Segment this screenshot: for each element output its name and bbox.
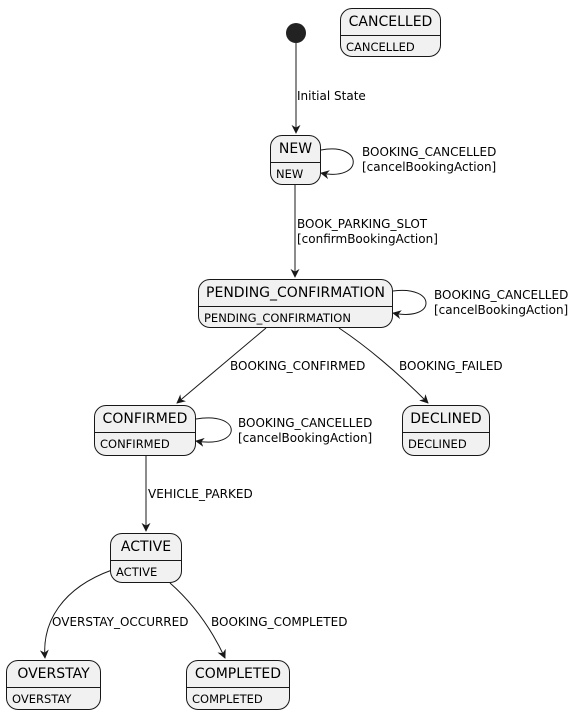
label-new-self-event: BOOKING_CANCELLED (362, 145, 497, 159)
label-pending-self-event: BOOKING_CANCELLED (434, 288, 569, 302)
state-active-desc: ACTIVE (116, 565, 158, 579)
transition-confirmed-self (195, 417, 232, 447)
transition-pending-self (392, 289, 427, 320)
state-cancelled-title: CANCELLED (341, 9, 440, 36)
state-pending-desc: PENDING_CONFIRMATION (204, 311, 351, 325)
label-pending-declined: BOOKING_FAILED (399, 359, 503, 374)
state-pending-title: PENDING_CONFIRMATION (199, 280, 392, 307)
state-pending-confirmation: PENDING_CONFIRMATION PENDING_CONFIRMATIO… (198, 279, 393, 328)
label-new-self-action: [cancelBookingAction] (362, 160, 497, 174)
transition-active-completed (169, 582, 226, 659)
state-cancelled: CANCELLED CANCELLED (340, 8, 441, 57)
state-confirmed-title: CONFIRMED (95, 406, 195, 433)
label-active-overstay-event: OVERSTAY_OCCURRED (52, 615, 189, 629)
state-active: ACTIVE ACTIVE (110, 533, 182, 583)
label-active-overstay: OVERSTAY_OCCURRED (52, 615, 188, 630)
state-overstay: OVERSTAY OVERSTAY (6, 660, 101, 710)
label-pending-self: BOOKING_CANCELLED [cancelBookingAction] (434, 288, 568, 318)
transition-active-overstay (39, 569, 113, 659)
state-new-desc: NEW (276, 167, 304, 181)
state-new-title: NEW (271, 136, 320, 163)
label-new-self: BOOKING_CANCELLED [cancelBookingAction] (362, 145, 496, 175)
label-confirmed-self: BOOKING_CANCELLED [cancelBookingAction] (238, 416, 372, 446)
transition-pending-confirmed (176, 327, 267, 404)
label-active-completed: BOOKING_COMPLETED (211, 615, 347, 630)
state-confirmed: CONFIRMED CONFIRMED (94, 405, 196, 456)
label-pending-self-action: [cancelBookingAction] (434, 303, 569, 317)
label-new-pending-action: [confirmBookingAction] (297, 232, 438, 246)
state-completed-title: COMPLETED (187, 661, 289, 688)
label-new-pending: BOOK_PARKING_SLOT [confirmBookingAction] (297, 217, 438, 247)
state-confirmed-desc: CONFIRMED (100, 437, 170, 451)
label-confirmed-self-event: BOOKING_CANCELLED (238, 416, 373, 430)
label-confirmed-active-event: VEHICLE_PARKED (148, 487, 253, 501)
state-cancelled-desc: CANCELLED (346, 40, 415, 54)
label-initial-state-event: Initial State (297, 89, 366, 103)
state-completed: COMPLETED COMPLETED (186, 660, 290, 710)
label-pending-confirmed-event: BOOKING_CONFIRMED (230, 359, 366, 373)
transition-new-self (320, 148, 354, 180)
state-declined-title: DECLINED (403, 406, 489, 433)
label-confirmed-self-action: [cancelBookingAction] (238, 431, 373, 445)
state-declined-desc: DECLINED (408, 437, 467, 451)
transition-pending-declined (338, 327, 429, 404)
label-pending-confirmed: BOOKING_CONFIRMED (230, 359, 365, 374)
label-initial-state: Initial State (297, 89, 366, 104)
label-pending-declined-event: BOOKING_FAILED (399, 359, 503, 373)
state-completed-desc: COMPLETED (192, 692, 263, 706)
label-new-pending-event: BOOK_PARKING_SLOT (297, 217, 428, 231)
state-overstay-desc: OVERSTAY (12, 692, 72, 706)
state-overstay-title: OVERSTAY (7, 661, 100, 688)
initial-state-dot (286, 23, 306, 43)
label-active-completed-event: BOOKING_COMPLETED (211, 615, 348, 629)
state-declined: DECLINED DECLINED (402, 405, 490, 456)
state-active-title: ACTIVE (111, 534, 181, 561)
state-new: NEW NEW (270, 135, 321, 185)
label-confirmed-active: VEHICLE_PARKED (148, 487, 253, 502)
